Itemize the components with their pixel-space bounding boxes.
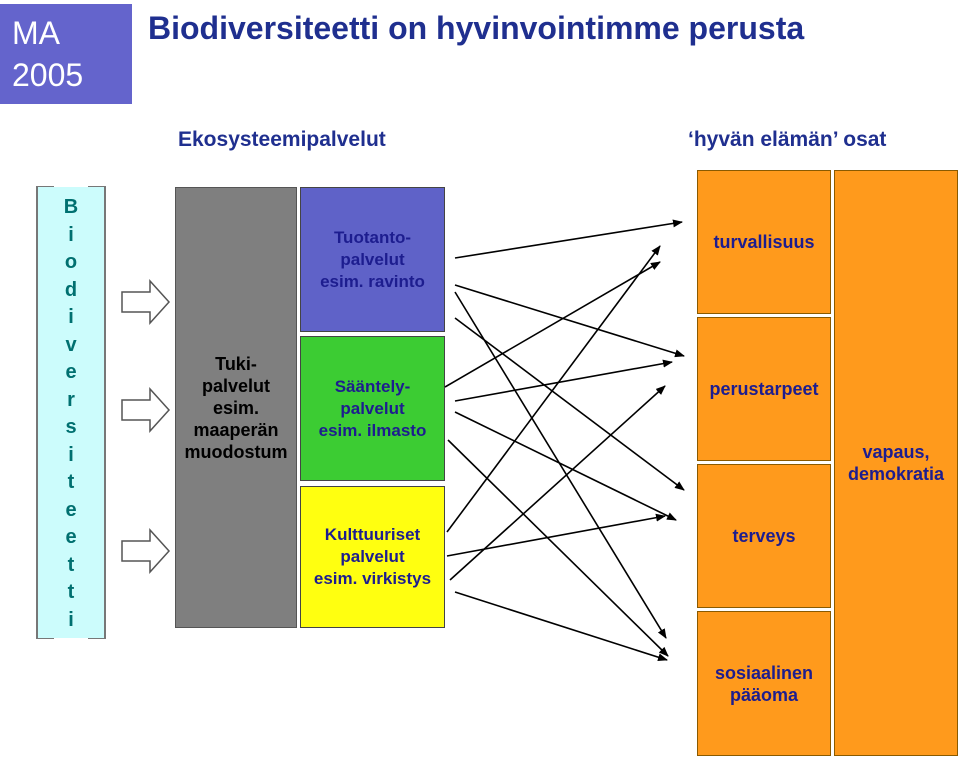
arrow-provisioning-basic-needs bbox=[454, 284, 685, 358]
arrow-cultural-basic-needs bbox=[449, 385, 666, 581]
bio-letter: v bbox=[65, 333, 77, 356]
bio-letter: t bbox=[67, 553, 75, 576]
bio-letter: i bbox=[68, 223, 74, 246]
bio-letter: d bbox=[64, 278, 78, 301]
bracket-left bbox=[36, 186, 38, 639]
wellbeing-header: ‘hyvän elämän’ osat bbox=[688, 128, 887, 151]
bio-letter: e bbox=[65, 361, 77, 384]
ecosystem-services-header: Ekosysteemipalvelut bbox=[178, 128, 386, 151]
service-line: palvelut bbox=[340, 249, 405, 269]
badge-line-2: 2005 bbox=[12, 57, 84, 93]
ma-2005-badge: MA 2005 bbox=[0, 4, 132, 104]
freedom-democracy-box: vapaus, demokratia bbox=[834, 170, 958, 756]
block-arrow-icon bbox=[121, 387, 171, 433]
arrow-regulating-security bbox=[444, 261, 661, 388]
bio-letter: t bbox=[67, 471, 75, 494]
wellbeing-box-social-capital: sosiaalinen pääoma bbox=[697, 611, 831, 756]
bio-letter: i bbox=[68, 608, 74, 631]
bio-letter: t bbox=[67, 581, 75, 604]
bio-letter: e bbox=[65, 498, 77, 521]
supporting-services-box: Tuki- palvelut esim. maaperän muodostum bbox=[175, 187, 297, 628]
bracket-right-bottom bbox=[88, 637, 106, 639]
bio-letter: r bbox=[67, 388, 75, 411]
arrow-cultural-health bbox=[446, 513, 666, 557]
service-line: Tuotanto- bbox=[333, 227, 412, 247]
regulating-services-box: Sääntely- palvelut esim. ilmasto bbox=[300, 336, 445, 481]
supporting-line: muodostum bbox=[184, 441, 288, 462]
service-line: palvelut bbox=[340, 398, 405, 418]
arrow-provisioning-security bbox=[454, 219, 683, 259]
freedom-line: demokratia bbox=[847, 464, 945, 484]
service-line: Kulttuuriset bbox=[324, 525, 421, 544]
supporting-line: esim. bbox=[212, 397, 260, 418]
bio-letter: o bbox=[64, 251, 78, 274]
arrow-cultural-social bbox=[454, 591, 668, 662]
arrow-cultural-security bbox=[446, 245, 661, 533]
bio-letter: i bbox=[68, 306, 74, 329]
wellbeing-line: sosiaalinen bbox=[714, 662, 814, 683]
service-line: esim. virkistys bbox=[313, 569, 432, 588]
bio-letter: B bbox=[63, 196, 79, 218]
block-arrow-icon bbox=[121, 279, 171, 325]
bio-letter: s bbox=[65, 416, 77, 439]
wellbeing-label: terveys bbox=[732, 526, 796, 546]
wellbeing-box-security: turvallisuus bbox=[697, 170, 831, 314]
cultural-services-box: Kulttuuriset palvelut esim. virkistys bbox=[300, 486, 445, 628]
page-title: Biodiversiteetti on hyvinvointimme perus… bbox=[148, 10, 805, 46]
supporting-line: Tuki- bbox=[215, 353, 257, 374]
service-line: Sääntely- bbox=[334, 376, 411, 396]
supporting-line: palvelut bbox=[201, 375, 271, 396]
wellbeing-label: perustarpeet bbox=[709, 379, 819, 399]
wellbeing-box-basic-needs: perustarpeet bbox=[697, 317, 831, 461]
arrow-regulating-basic-needs bbox=[454, 359, 673, 402]
badge-line-1: MA bbox=[12, 15, 60, 51]
wellbeing-line: pääoma bbox=[729, 684, 798, 705]
arrow-provisioning-health bbox=[454, 317, 685, 491]
bio-letter: e bbox=[65, 526, 77, 549]
arrow-provisioning-social bbox=[454, 291, 667, 639]
service-line: esim. ravinto bbox=[320, 271, 425, 291]
arrow-regulating-social bbox=[447, 439, 669, 657]
freedom-line: vapaus, bbox=[862, 442, 930, 462]
wellbeing-box-health: terveys bbox=[697, 464, 831, 608]
biodiversity-column: B i o d i v e r s i t e e t t i bbox=[38, 187, 104, 638]
wellbeing-label: turvallisuus bbox=[713, 232, 815, 252]
arrow-regulating-health bbox=[454, 411, 677, 521]
bio-letter: i bbox=[68, 443, 74, 466]
block-arrow-icon bbox=[121, 528, 171, 574]
provisioning-services-box: Tuotanto- palvelut esim. ravinto bbox=[300, 187, 445, 332]
bracket-right bbox=[104, 186, 106, 639]
supporting-line: maaperän bbox=[193, 419, 279, 440]
service-line: palvelut bbox=[340, 547, 405, 566]
bracket-left-bottom bbox=[36, 637, 54, 639]
service-line: esim. ilmasto bbox=[318, 420, 427, 440]
